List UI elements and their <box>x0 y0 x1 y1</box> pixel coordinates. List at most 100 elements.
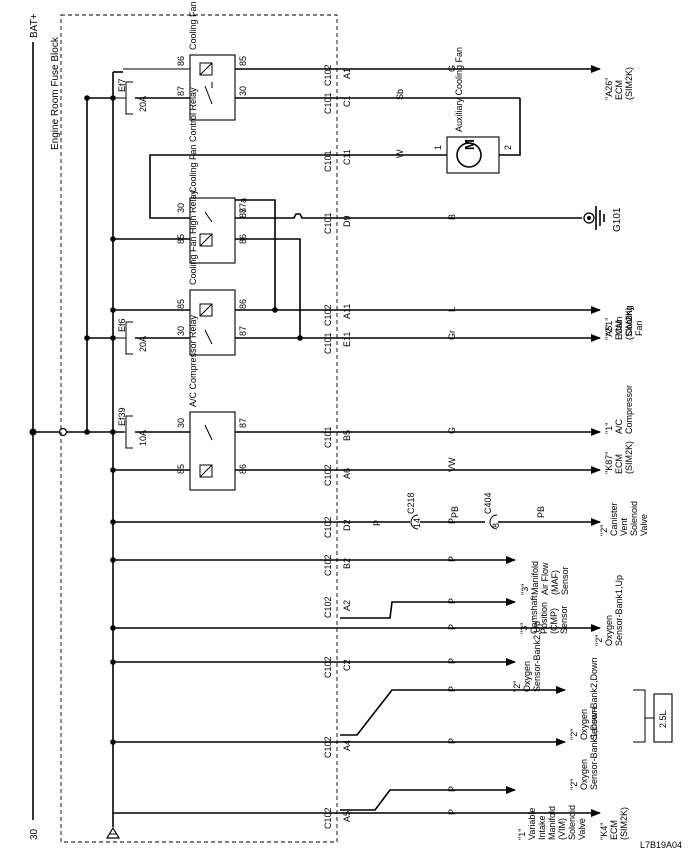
connector-id: C102 <box>323 807 333 829</box>
component-name: Sensor-Bank2,Up <box>532 621 542 692</box>
connector-id: C102 <box>323 554 333 576</box>
connector-pin: D2 <box>342 519 352 531</box>
svg-text:Ef6: Ef6 <box>117 318 127 332</box>
connector-id: C101 <box>323 150 333 172</box>
wire-color: P <box>447 738 457 744</box>
component-name: ECM <box>614 454 624 474</box>
figure-id: L7B19A04 <box>640 840 682 850</box>
wire-color: Sb <box>395 89 405 100</box>
component-ref: "K87" <box>604 452 614 474</box>
ground-label: 30 <box>29 828 40 840</box>
svg-text:20A: 20A <box>138 336 148 352</box>
connector-id: C102 <box>323 304 333 326</box>
connector-pin: A2 <box>342 600 352 611</box>
connector-pin: D9 <box>342 215 352 227</box>
variant-box <box>653 693 673 743</box>
svg-text:Cooling Fan High Relay: Cooling Fan High Relay <box>188 189 198 285</box>
svg-text:87a: 87a <box>238 198 248 213</box>
inline-c404-color: PB <box>536 506 546 518</box>
connector-id: C101 <box>323 426 333 448</box>
component-name: Sensor <box>560 566 570 595</box>
wire-color: P <box>447 686 457 692</box>
wire-color: Gr <box>447 330 457 340</box>
svg-text:30: 30 <box>176 418 186 428</box>
component-name: Position <box>539 602 549 634</box>
component-name: Variable <box>527 808 537 840</box>
connector-id: C102 <box>323 596 333 618</box>
component-ref: "2" <box>594 635 604 646</box>
inline-c404: C404 <box>483 492 493 514</box>
wire-color: P <box>447 809 457 815</box>
component-ref: "3" <box>519 623 529 634</box>
svg-text:1: 1 <box>433 145 443 150</box>
component-name: (SIM2K) <box>619 807 629 840</box>
auxiliary-cooling-fan-motor: M Auxiliary Cooling Fan 1 2 <box>433 47 513 174</box>
component-name: Fan <box>634 320 644 336</box>
connector-pin: C2 <box>342 659 352 671</box>
component-name: (SIM2K) <box>624 67 634 100</box>
inline-c218-pin: 14 <box>412 518 422 528</box>
fuse-ef6: Ef6 20A <box>87 318 190 355</box>
svg-text:10A: 10A <box>138 430 148 446</box>
component-ref: "2" <box>569 779 579 790</box>
component-name: Intake <box>537 815 547 840</box>
svg-text:85: 85 <box>176 299 186 309</box>
relay-cooling-fan-control: Cooling Fan Control Relay 30 87a 85 86 8… <box>176 87 248 264</box>
component-ref: "2" <box>604 325 614 336</box>
component-name: Air Flow <box>540 562 550 595</box>
wire-color: P <box>447 556 457 562</box>
svg-text:86: 86 <box>176 56 186 66</box>
svg-text:87: 87 <box>176 86 186 96</box>
svg-text:85: 85 <box>176 464 186 474</box>
wire-color: P <box>447 624 457 630</box>
svg-text:Ef7: Ef7 <box>117 78 127 92</box>
svg-text:Ef39: Ef39 <box>117 407 127 426</box>
component-name: Oxygen <box>579 709 589 740</box>
svg-text:20A: 20A <box>138 96 148 112</box>
wire-color: W <box>395 149 405 158</box>
svg-text:87: 87 <box>238 326 248 336</box>
component-ref: "1" <box>517 829 527 840</box>
connector-pin: C1 <box>342 95 352 107</box>
component-name: Valve <box>577 818 587 840</box>
svg-text:2: 2 <box>503 145 513 150</box>
relay-cooling-fan-high: Cooling Fan High Relay 85 86 30 87 <box>176 189 248 356</box>
bat-label: BAT+ <box>29 13 40 38</box>
component-ref: "A26" <box>604 78 614 100</box>
svg-text:A/C Compressor Relay: A/C Compressor Relay <box>188 314 198 407</box>
component-name: Oxygen <box>579 759 589 790</box>
ground-g101-icon <box>583 206 605 230</box>
component-name: Sensor-Bank1,Down <box>589 707 599 790</box>
wire-color: P <box>447 598 457 604</box>
wire-color: G <box>447 65 457 72</box>
wire-color: VW <box>447 457 457 472</box>
component-name: Main <box>614 316 624 336</box>
component-ref: "2" <box>569 729 579 740</box>
component-name: Vent <box>619 517 629 536</box>
fuse-block-label: Engine Room Fuse Block <box>50 36 61 150</box>
connector-id: C101 <box>323 212 333 234</box>
component-name: A/C <box>614 418 624 434</box>
wire-color: P <box>372 520 382 526</box>
connector-pin: E11 <box>342 332 352 347</box>
svg-text:87: 87 <box>238 208 248 218</box>
svg-text:86: 86 <box>238 299 248 309</box>
connector-id: C102 <box>323 464 333 486</box>
component-name: Sensor <box>559 605 569 634</box>
svg-text:Auxiliary Cooling Fan: Auxiliary Cooling Fan <box>454 47 464 132</box>
component-name: Valve <box>639 514 649 536</box>
component-name: (VIM) <box>557 818 567 840</box>
chassis-ground-icon <box>105 813 121 839</box>
variant-label: 2.5L <box>658 710 668 728</box>
svg-text:Cooling Fan Control Relay: Cooling Fan Control Relay <box>188 87 198 193</box>
inline-c404-pin: 8 <box>491 523 501 528</box>
connector-id: C102 <box>323 736 333 758</box>
fuse-ef7: Ef7 20A <box>87 78 190 115</box>
wire-color: P <box>447 786 457 792</box>
connector-id: C101 <box>323 92 333 114</box>
component-name: Manifold <box>547 806 557 840</box>
component-name: (SIM2K) <box>624 307 634 340</box>
svg-text:M: M <box>462 139 477 150</box>
